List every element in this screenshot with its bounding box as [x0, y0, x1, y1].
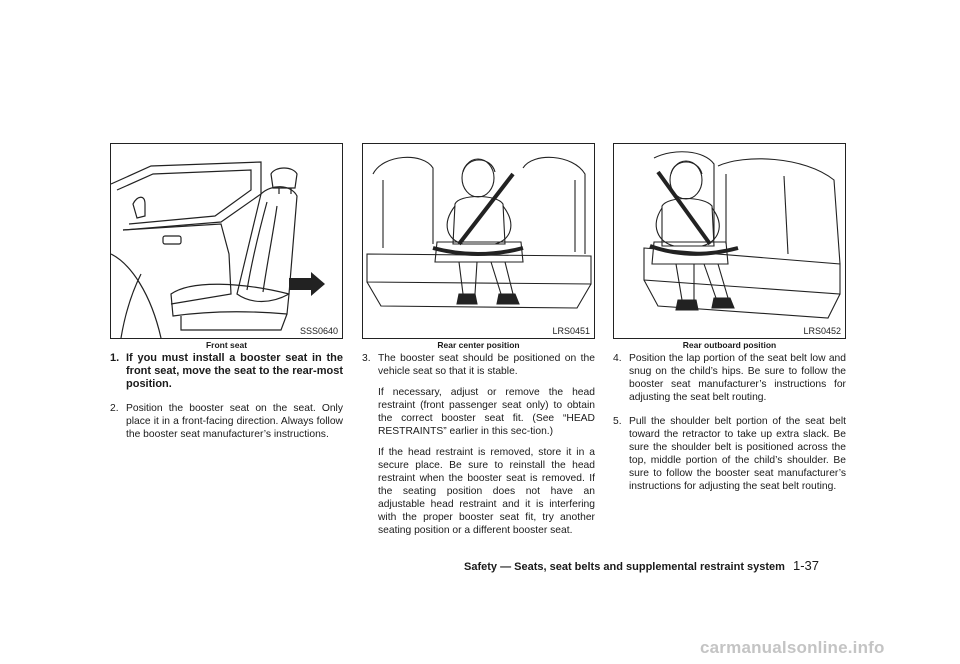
- figure-code: LRS0451: [552, 326, 590, 336]
- column-rear-outboard: LRS0452 Rear outboard position 4. Positi…: [613, 143, 846, 493]
- step-text: Position the lap portion of the seat bel…: [629, 353, 846, 403]
- rear-outboard-seat-illustration: [643, 151, 841, 319]
- page-footer: Safety — Seats, seat belts and supplemen…: [464, 558, 874, 573]
- step-number: 1.: [110, 352, 120, 364]
- figure-caption: Rear outboard position: [682, 340, 777, 350]
- figure-caption: Front seat: [205, 340, 248, 350]
- figure-rear-outboard: LRS0452: [613, 143, 846, 339]
- step-number: 4.: [613, 353, 622, 364]
- step-number: 2.: [110, 403, 119, 414]
- step-text: The booster seat should be positioned on…: [378, 353, 595, 377]
- footer-section-title: Safety — Seats, seat belts and supplemen…: [464, 561, 785, 573]
- step-5: 5. Pull the shoulder belt portion of the…: [613, 415, 846, 493]
- figure-rear-center: LRS0451: [362, 143, 595, 339]
- step-1: 1. If you must install a booster seat in…: [110, 352, 343, 391]
- page-number: 1-37: [792, 558, 819, 573]
- step-text: Position the booster seat on the seat. O…: [126, 403, 343, 440]
- step-2: 2. Position the booster seat on the seat…: [110, 402, 343, 441]
- rear-center-seat-illustration: [366, 156, 592, 309]
- step-number: 5.: [613, 416, 622, 427]
- front-seat-illustration: [111, 161, 325, 338]
- step-number: 3.: [362, 353, 371, 364]
- paragraph-head-restraint-removed: If the head restraint is removed, store …: [378, 447, 595, 536]
- step-text: If you must install a booster seat in th…: [126, 352, 343, 390]
- paragraph-head-restraint-adjust: If necessary, adjust or remove the head …: [378, 387, 595, 437]
- column-rear-center: LRS0451 Rear center position 3. The boos…: [362, 143, 595, 537]
- column-front-seat: SSS0640 Front seat 1. If you must instal…: [110, 143, 343, 441]
- watermark: carmanualsonline.info: [700, 638, 885, 657]
- figure-code: SSS0640: [299, 326, 338, 336]
- figure-code: LRS0452: [803, 326, 841, 336]
- step-4: 4. Position the lap portion of the seat …: [613, 352, 846, 404]
- figure-front-seat: SSS0640: [110, 143, 343, 339]
- step-3: 3. The booster seat should be positioned…: [362, 352, 595, 378]
- step-text: Pull the shoulder belt portion of the se…: [629, 416, 846, 492]
- figure-caption: Rear center position: [437, 340, 520, 350]
